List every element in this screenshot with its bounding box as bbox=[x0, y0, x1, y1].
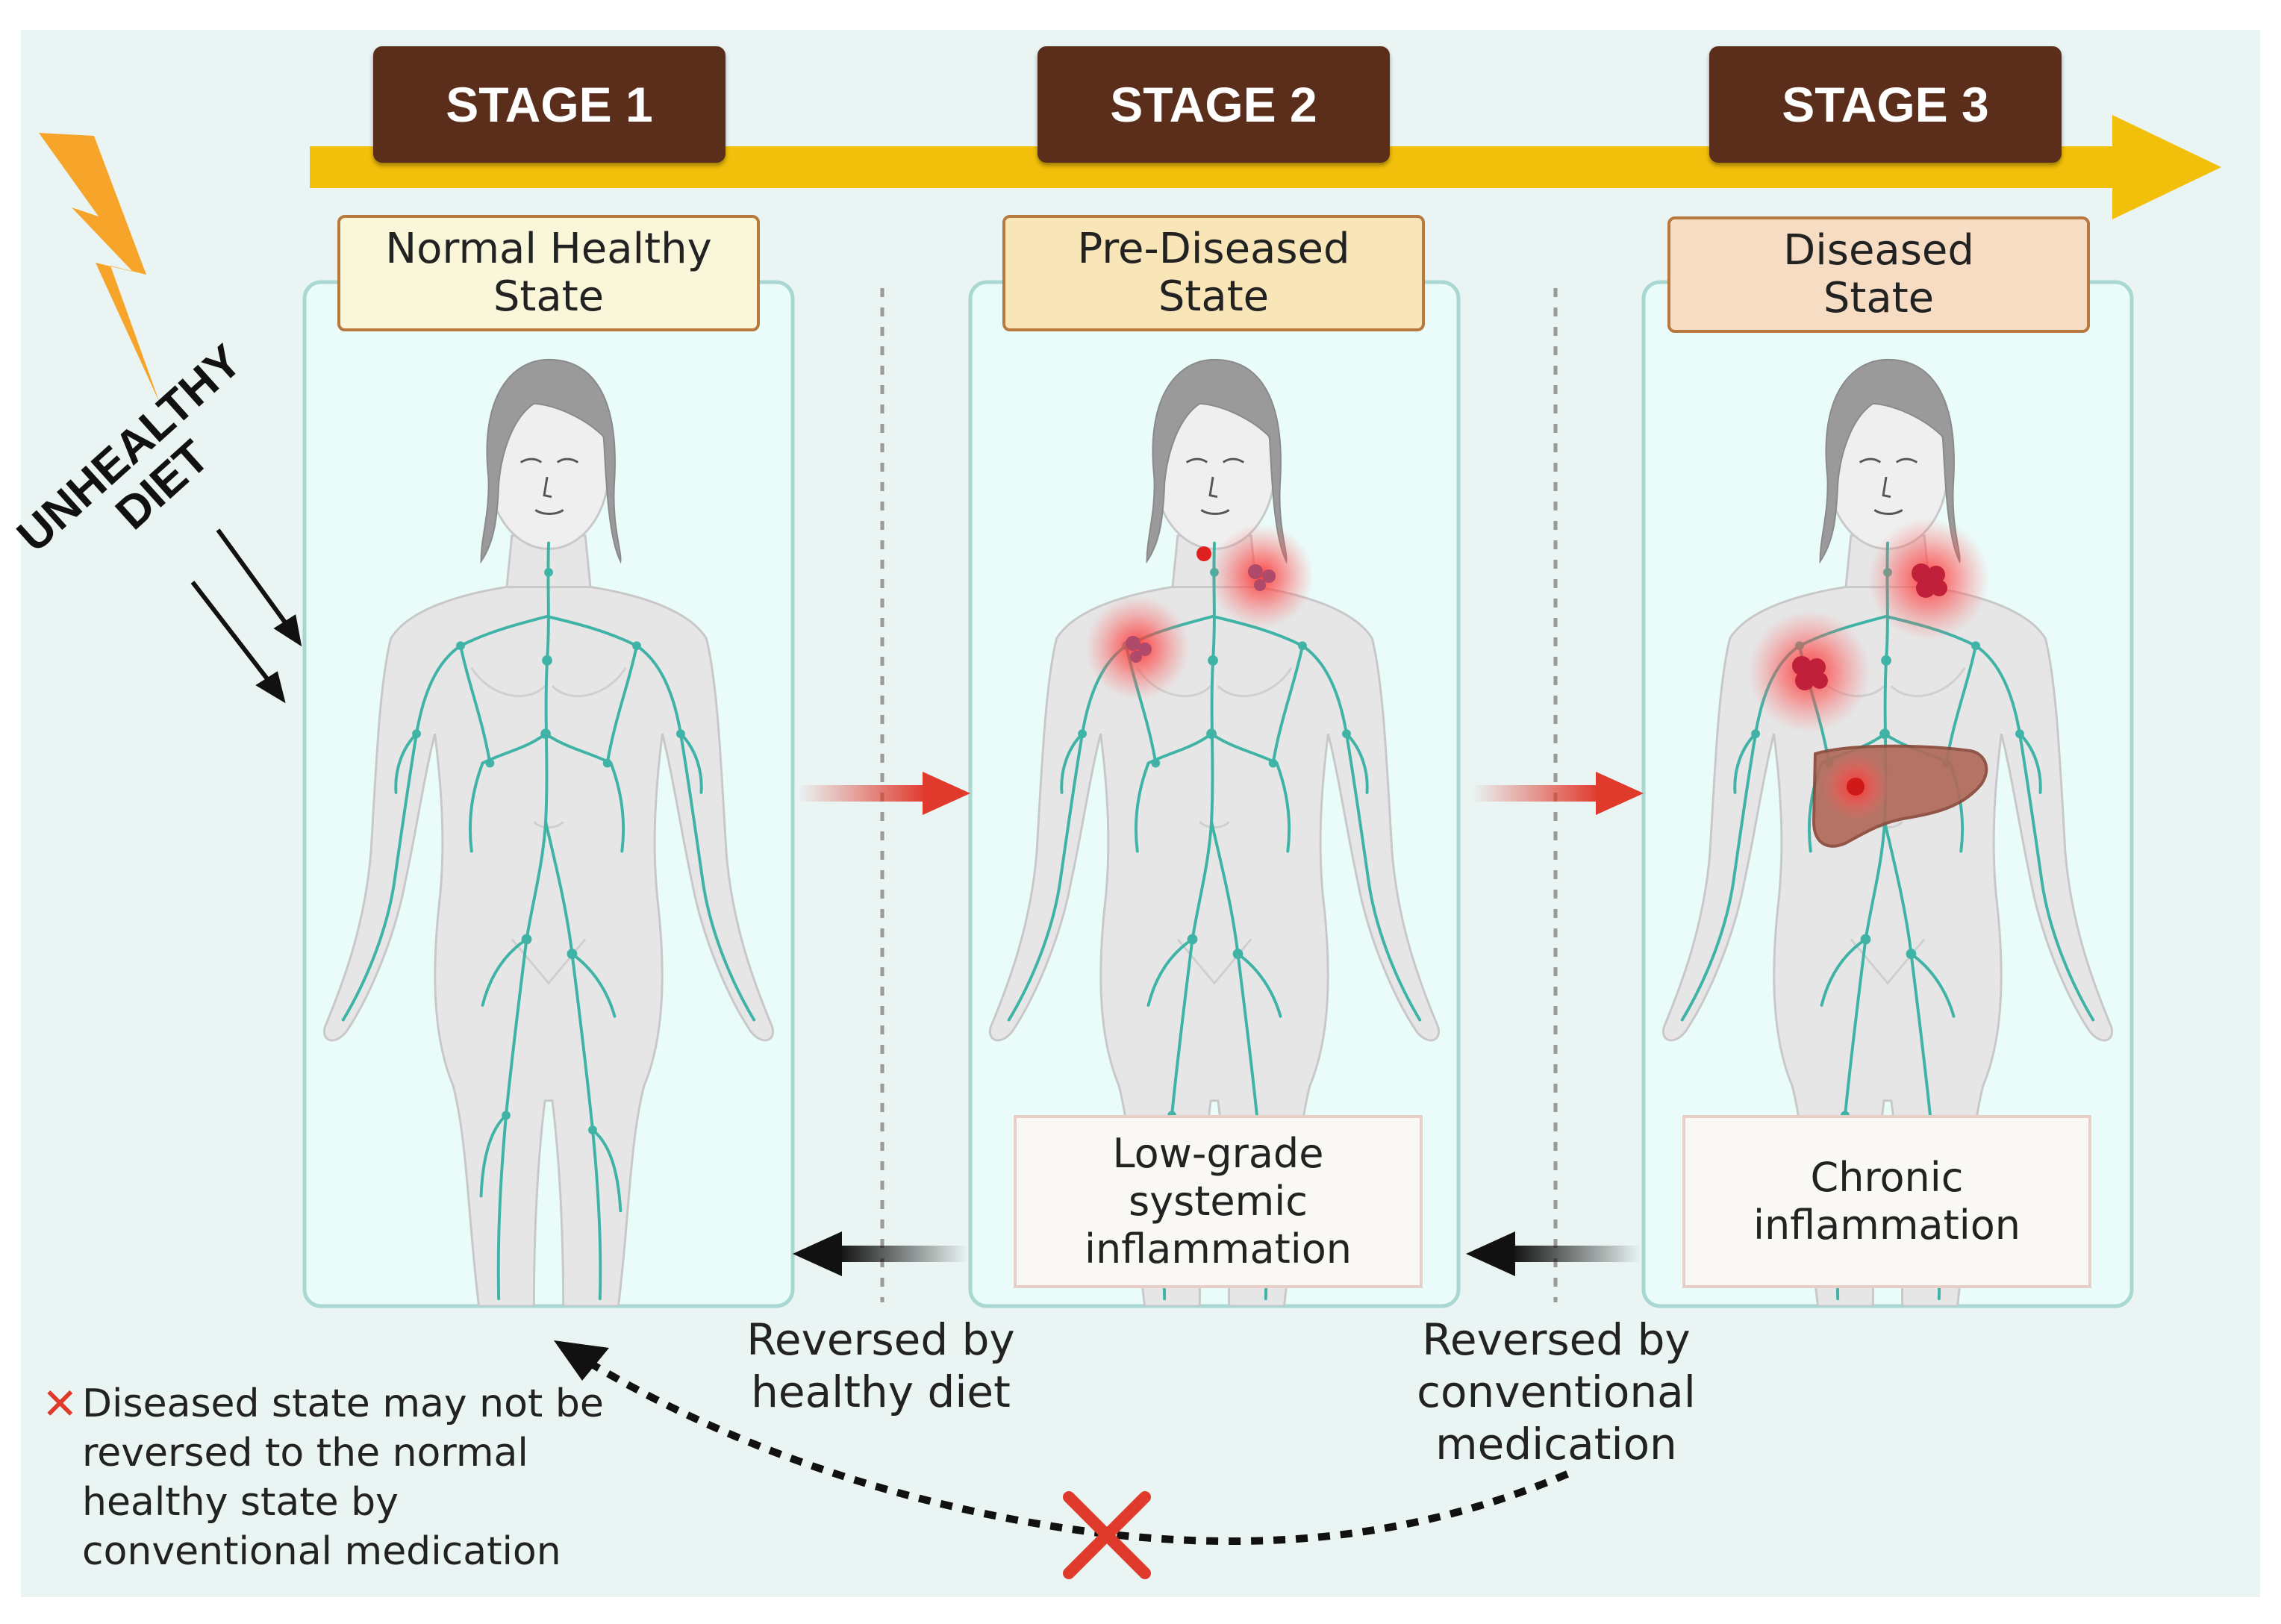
irreversible-note-text: Diseased state may not be reversed to th… bbox=[82, 1381, 604, 1574]
forward-arrow-1-head bbox=[923, 772, 970, 815]
irreversible-x-marker: ✕ bbox=[42, 1378, 78, 1429]
stage-2-badge: STAGE 2 bbox=[1037, 46, 1390, 163]
progression-arrow bbox=[310, 115, 2221, 219]
reverse-arrow-2-tail bbox=[1512, 1246, 1641, 1262]
reverse-arrow-1-head bbox=[793, 1231, 842, 1276]
stage-2-state-label: Pre-Diseased State bbox=[1002, 215, 1425, 331]
reverse-arrow-1-tail bbox=[839, 1246, 967, 1262]
reverse-arrow-2-head bbox=[1466, 1231, 1515, 1276]
stage-1-state-label: Normal Healthy State bbox=[337, 215, 760, 331]
inflammation-neck-node bbox=[1196, 546, 1211, 561]
irreversible-arrow-head bbox=[554, 1340, 609, 1381]
blocked-x-icon bbox=[1063, 1491, 1151, 1579]
forward-arrow-1-tail bbox=[799, 785, 926, 802]
stage-3-badge: STAGE 3 bbox=[1709, 46, 2062, 163]
forward-arrow-2-head bbox=[1596, 772, 1644, 815]
stage-3-state-label: Diseased State bbox=[1667, 216, 2090, 333]
reversal-medication-caption: Reversed by conventional medication bbox=[1417, 1314, 1696, 1470]
stage-1-badge: STAGE 1 bbox=[373, 46, 726, 163]
stage-2-info-box: Low-grade systemic inflammation bbox=[1014, 1115, 1423, 1288]
stage-3-info-box: Chronic inflammation bbox=[1682, 1115, 2091, 1288]
inflammation-stage-2 bbox=[1085, 524, 1314, 700]
diet-arrows bbox=[190, 528, 302, 704]
reversal-healthy-diet-caption: Reversed by healthy diet bbox=[746, 1314, 1015, 1417]
forward-arrow-2-tail bbox=[1472, 785, 1599, 802]
lightning-bolt-icon bbox=[39, 133, 160, 403]
inflammation-stage-3 bbox=[1748, 518, 1990, 848]
